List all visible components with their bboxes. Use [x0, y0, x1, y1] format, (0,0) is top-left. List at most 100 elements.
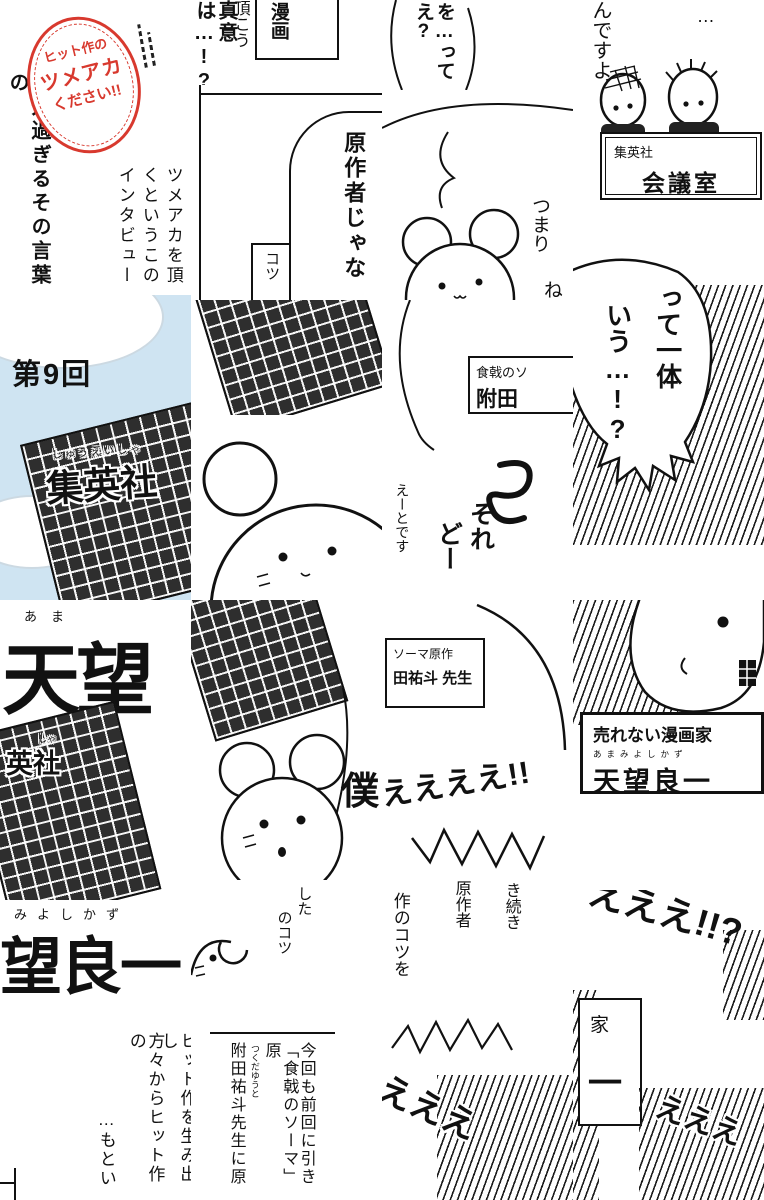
blurb-col3: …もとい	[96, 1110, 116, 1188]
character-egghead	[599, 65, 647, 128]
name-furigana: みよしかず	[14, 907, 130, 922]
speech-gensakusha: 原作者じゃな	[341, 131, 367, 281]
sfx-eee-top: えええ!!?	[583, 890, 747, 954]
speech-ne: ね	[540, 280, 562, 299]
tile-unsold-mangaka: 売れない漫画家 あまみよしかず 天望良一	[573, 600, 764, 890]
character-spikyhair	[665, 59, 719, 127]
mouse-fragment-drawing	[191, 939, 249, 977]
bubble-edge	[398, 300, 435, 451]
fragment-manga: 漫画	[267, 2, 289, 40]
tile-eee-right: えええ!!? 家 一 えええ	[573, 890, 764, 1200]
tile-soma-sign-b: ソーマ原作 田祐斗 先生 ええええ!!	[382, 600, 573, 880]
sign-title: 売れない漫画家	[593, 726, 712, 745]
tile-rounded-panel: コツ 原作者じゃな	[191, 85, 382, 300]
intro-col1: ツメアカを頂	[163, 166, 183, 286]
panel-corner	[0, 1182, 14, 1184]
tile-mochiyoshi-name: みよしかず 望良一 ヒット作を生み出し 方々からヒット作の …もとい	[0, 900, 191, 1200]
sign-name-furigana: あまみよしかず	[593, 749, 688, 759]
speech-sore: それ	[466, 501, 495, 551]
speech-etodesu: えーとです	[394, 483, 411, 553]
panel-border	[199, 85, 201, 300]
speech-doo: どー	[434, 521, 463, 571]
bubble-and-zigzag	[411, 603, 567, 871]
bubble-arc	[382, 103, 573, 209]
tsuzuki-col1: き続き	[502, 882, 520, 930]
speech-tsumari: つまり	[528, 196, 550, 253]
panel-border	[199, 93, 382, 95]
mouse-head-drawing	[202, 441, 382, 600]
speech-ndesuyo: んですよ	[589, 0, 611, 80]
sfx-swirl	[486, 460, 533, 525]
name-mochiyoshi: 望良一	[0, 933, 182, 1002]
sign-series: ソーマ原作	[393, 647, 454, 661]
building-furigana: しゃ	[38, 734, 57, 744]
speech-wotte: を…ってえ?	[412, 2, 455, 80]
stamp-side-note-scribble	[147, 31, 156, 67]
rounded-panel-corner	[289, 111, 382, 300]
konkai-furigana: つくだゆうと	[249, 1044, 260, 1098]
konkai-col3: 附田祐斗先生に原	[227, 1042, 245, 1186]
panel-border-fragment	[337, 0, 339, 58]
soma-author-sign: 食戟のソ 附田	[468, 356, 573, 414]
panel-border-fragment	[255, 0, 257, 58]
tile-building-grid	[191, 300, 382, 415]
intro-col2: くというこの	[139, 166, 159, 286]
building-fragment	[0, 700, 162, 900]
name-furigana: あま	[24, 609, 79, 624]
speed-lines	[639, 1088, 764, 1200]
tile-top-fragments: 真意は…!? 頂こう 漫画	[191, 0, 382, 85]
tile-mouse-head	[191, 415, 382, 600]
speed-lines	[723, 930, 764, 1020]
mouse-face	[401, 208, 520, 300]
meeting-room-sign: 集英社 会議室	[600, 132, 762, 200]
caption-kotsu: コツ	[263, 251, 281, 281]
building-name-fragment: 英社	[6, 749, 60, 779]
speech-bubble-edges	[390, 0, 476, 90]
building-windows	[191, 300, 382, 415]
panel-border	[210, 1032, 335, 1034]
sign-author: 附田	[476, 388, 518, 411]
sign-name: 天望良一	[593, 767, 713, 797]
tile-soma-sign: 食戟のソ 附田	[382, 300, 573, 455]
soma-author-sign-b: ソーマ原作 田祐斗 先生	[385, 638, 485, 708]
speech-dots: …	[695, 6, 716, 26]
sign-series: 食戟のソ	[476, 365, 529, 380]
panel-corner	[14, 1168, 16, 1200]
speed-lines	[437, 1075, 573, 1200]
tsuzuki-col2: 原作者	[452, 880, 470, 928]
tile-stamp-intro: 意外過ぎるその言葉の ヒット作の ツメアカ ください!! ツメアカを頂 くという…	[0, 0, 191, 295]
meeting-characters-drawing	[599, 59, 719, 142]
tile-ittai-speedlines: って一体 いう…!?	[573, 210, 764, 600]
tsuzuki-col3: 作のコツを	[390, 892, 410, 977]
konkai-col2: 「食戟のソーマ」原	[262, 1042, 298, 1186]
sign-fragment: 家 一	[578, 998, 642, 1126]
tile-bubble-wotte: を…ってえ?	[382, 0, 573, 90]
speech-shita: した	[295, 886, 313, 916]
tile-round9-sky: 第9回 しゅうえいしゃ 集英社	[0, 295, 191, 600]
stamp-side-note-scribble	[137, 24, 148, 68]
tile-konkai-text: した のコツ 今回も前回に引き 「食戟のソーマ」原 つくだゆうと 附田祐斗先生に…	[191, 880, 382, 1200]
tile-tenbou-name: あま 天望 しゃ 英社	[0, 600, 191, 900]
speech-ittai-col2: いう…!?	[602, 302, 633, 444]
spiky-speech-bubble	[573, 258, 713, 494]
sign-frag-line2: 一	[588, 1065, 622, 1103]
sign-room: 会議室	[642, 170, 720, 196]
caption-box-kotsu: コツ	[251, 243, 291, 300]
speech-boku: 僕	[341, 771, 380, 813]
sign-frag-line1: 家	[590, 1015, 610, 1036]
intro-col3: インタビュー	[115, 166, 135, 286]
konkai-col1: 今回も前回に引き	[297, 1042, 315, 1186]
blob-character-drawing	[629, 600, 764, 713]
speech-ittai-col1: って一体	[652, 285, 683, 389]
sign-company: 集英社	[614, 145, 654, 160]
fragment-itadakou: 頂こう	[231, 0, 249, 48]
episode-number: 第9回	[12, 359, 93, 391]
mouse-character-drawing	[382, 103, 573, 300]
intro-shinni: 真意は…!?	[193, 0, 237, 85]
mouse-character-drawing	[218, 687, 349, 880]
building-name: 集英社	[44, 461, 159, 510]
sign-inner-border	[605, 137, 757, 195]
panel-border-fragment	[255, 58, 339, 60]
speech-nokotsu: のコツ	[275, 910, 293, 955]
